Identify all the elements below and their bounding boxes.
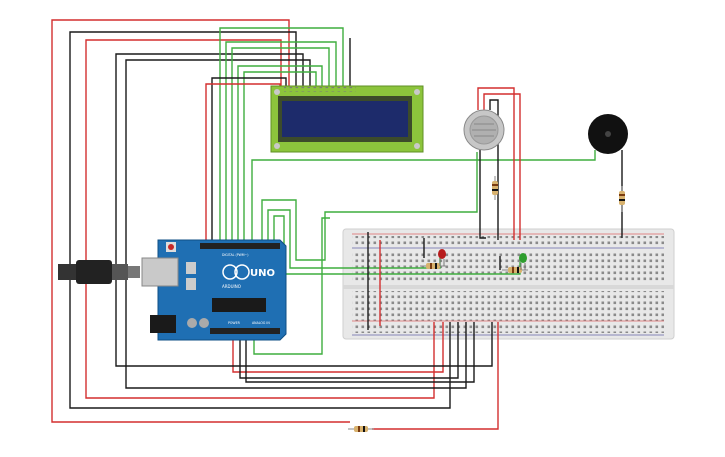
board-maker-label: ARDUINO	[222, 284, 241, 289]
resistor-bottom	[348, 426, 374, 432]
arduino-logo-icon	[222, 264, 238, 280]
wire-black	[125, 59, 467, 389]
board-brand: UNO	[250, 268, 275, 279]
lcd-display	[270, 85, 424, 153]
terminal-strip-bottom	[352, 291, 664, 321]
green-led	[519, 253, 527, 270]
wire-green	[231, 47, 330, 242]
resistor-green-led	[502, 267, 528, 273]
power-pin-header	[210, 328, 280, 334]
wires	[51, 19, 623, 430]
resistor-buzzer	[619, 186, 625, 212]
analog-header-label: ANALOG IN	[252, 321, 270, 325]
power-rail-top	[352, 236, 664, 246]
lcd-pin-header	[284, 87, 356, 92]
wire-red	[483, 93, 521, 240]
red-led	[438, 249, 446, 266]
resistor-red-led	[420, 263, 446, 269]
wire-black	[239, 322, 459, 379]
wire-red	[232, 322, 444, 373]
digital-pin-header	[200, 243, 280, 249]
lcd-screen	[282, 101, 408, 137]
wire-red	[372, 322, 499, 430]
piezo-buzzer	[588, 114, 628, 154]
power-jack	[150, 315, 176, 333]
wire-green	[243, 71, 317, 242]
microcontroller-chip	[212, 298, 266, 312]
gas-sensor	[463, 109, 505, 151]
wire-red	[477, 87, 515, 240]
terminal-strip-top	[352, 252, 664, 282]
resistor-sensor	[492, 176, 498, 200]
wire-green	[251, 150, 596, 242]
wire-black	[211, 77, 287, 242]
wire-black	[245, 322, 475, 383]
power-rail-bottom	[352, 323, 664, 333]
wire-green	[253, 217, 330, 355]
power-header-label: POWER	[228, 321, 241, 325]
breadboard	[342, 228, 675, 340]
wire-green	[261, 152, 478, 261]
usb-cable	[58, 260, 140, 284]
wire-black	[479, 150, 486, 239]
wire-green	[219, 27, 344, 242]
wire-red	[205, 83, 281, 242]
wire-green	[225, 41, 337, 242]
wire-red	[51, 19, 350, 423]
usb-port	[141, 257, 179, 287]
wire-black	[489, 99, 499, 240]
wire-green	[237, 65, 323, 242]
digital-header-label: DIGITAL (PWM~)	[222, 253, 248, 257]
arduino-board: UNO ARDUINO DIGITAL (PWM~) POWER ANALOG …	[141, 239, 287, 341]
